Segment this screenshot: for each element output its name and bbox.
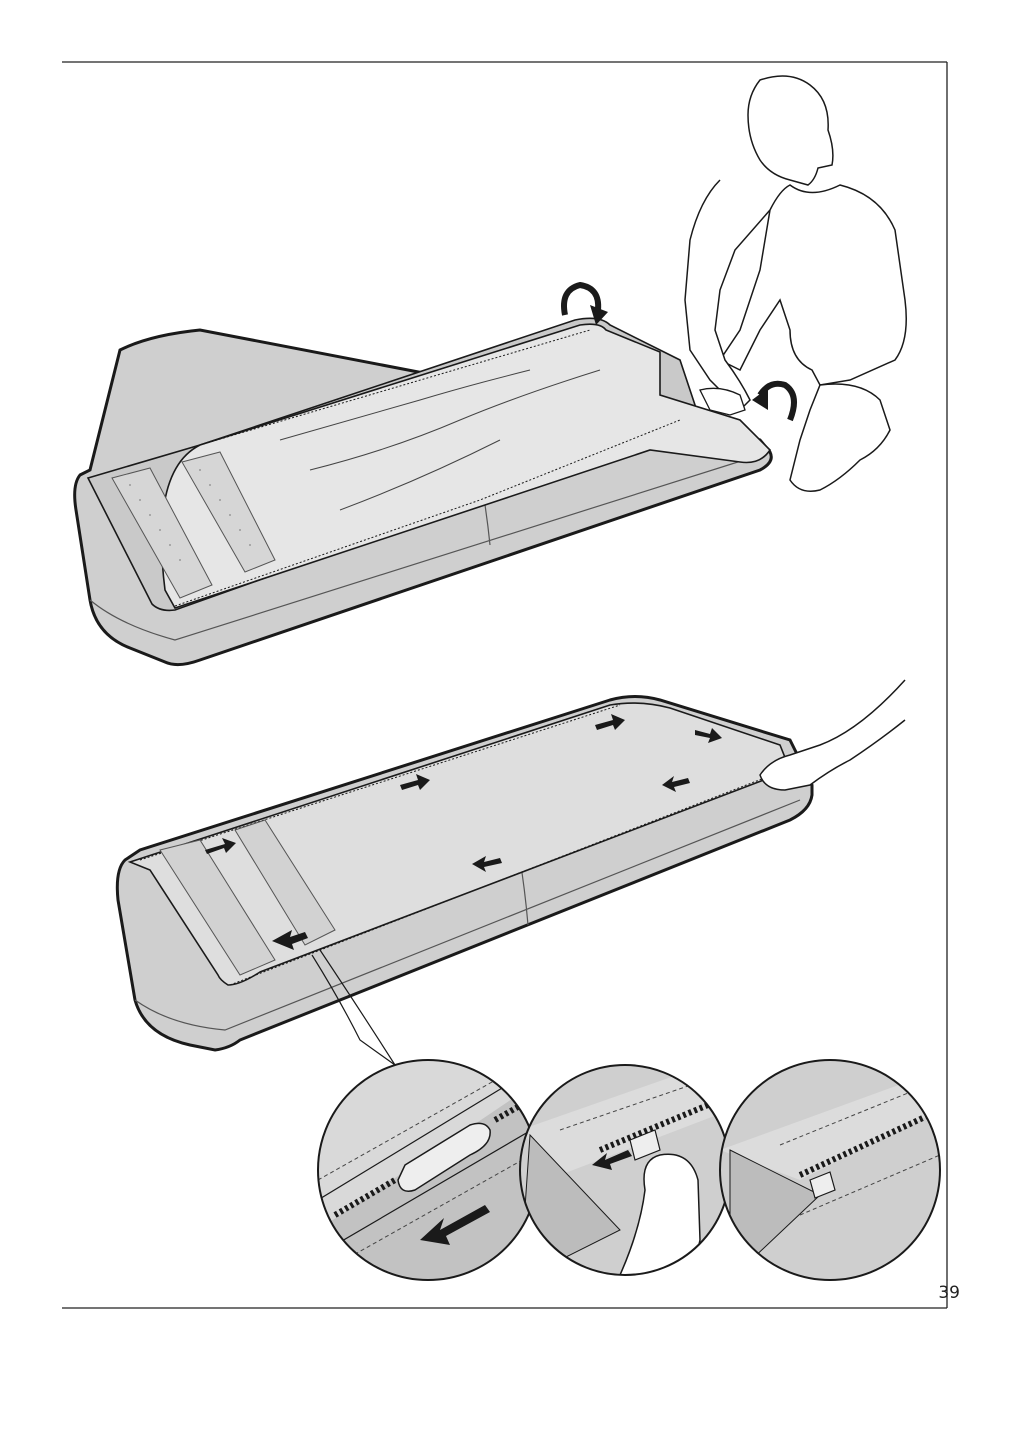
arrow-left-icon [592,1150,632,1170]
arrow-left-icon [662,776,690,792]
arrow-left-icon [272,930,308,950]
arrow-left-icon [472,856,502,872]
zipper-detail-step [317,1059,941,1281]
zipper-pull-icon [397,1122,491,1192]
person-figure [684,75,907,492]
arrow-right-icon [400,774,430,790]
zipper-detail-circle-2 [520,1065,730,1275]
fold-cover-arrow-icon [561,281,602,316]
thumb [618,1153,701,1275]
inner-cover [160,323,772,609]
arrow-right-icon [595,714,625,730]
arrow-right-icon [205,838,236,854]
page-number: 39 [938,1283,960,1303]
arrow-down-left-icon [420,1205,490,1245]
close-zipper-step [115,679,906,1066]
hand [759,679,906,791]
zipper-detail-circle-3 [720,1060,940,1280]
arrow-right-icon [695,728,722,743]
open-cover-step [73,75,907,667]
fold-cover-arrow-icon [757,380,797,422]
